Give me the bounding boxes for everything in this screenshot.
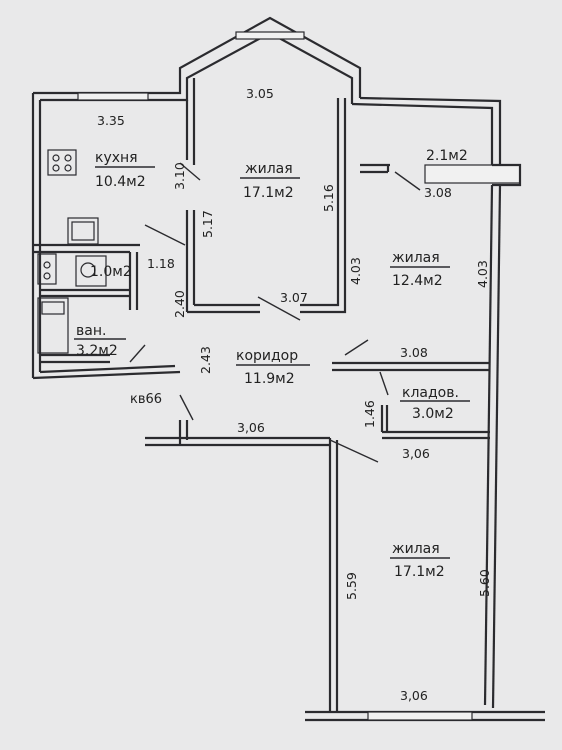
wc-area: 1.0м2 bbox=[90, 264, 132, 280]
dim-wc-right: 1.18 bbox=[147, 256, 175, 271]
stove-icon bbox=[47, 149, 77, 176]
dim-corridor-left: 2.43 bbox=[198, 346, 213, 374]
balcony-area: 2.1м2 bbox=[426, 148, 468, 164]
dim-living2-right: 4.03 bbox=[475, 260, 490, 288]
kitchen-area: 10.4м2 bbox=[95, 174, 146, 190]
bath-name: ван. bbox=[76, 323, 106, 339]
dim-storage-side: 1.46 bbox=[362, 400, 377, 428]
dim-living3-right: 5.60 bbox=[477, 569, 492, 597]
dim-top-living: 3.05 bbox=[246, 86, 274, 101]
washer-icon bbox=[37, 253, 57, 285]
living2-name: жилая bbox=[392, 250, 440, 266]
toilet-icon bbox=[75, 255, 107, 287]
living1-area: 17.1м2 bbox=[243, 185, 294, 201]
interior-walls bbox=[33, 78, 522, 447]
dim-living1-right: 5.16 bbox=[321, 184, 336, 212]
storage-name: кладов. bbox=[402, 385, 459, 401]
exterior-walls bbox=[31, 16, 545, 722]
living1-name: жилая bbox=[245, 161, 293, 177]
corridor-name: коридор bbox=[236, 348, 298, 364]
dim-wc-lower: 2.40 bbox=[172, 290, 187, 318]
dim-living1-bottom: 3.07 bbox=[280, 290, 308, 305]
dim-kitchen-width: 3.35 bbox=[97, 113, 125, 128]
bathtub-icon bbox=[37, 297, 69, 354]
boiler-icon bbox=[67, 217, 99, 245]
windows bbox=[77, 31, 521, 721]
dim-living2-left: 4.03 bbox=[348, 257, 363, 285]
storage-area: 3.0м2 bbox=[412, 406, 454, 422]
living3-name: жилая bbox=[392, 541, 440, 557]
dim-lower-top-left: 3,06 bbox=[237, 420, 265, 435]
door-swings bbox=[129, 162, 421, 463]
dim-living3-left: 5.59 bbox=[344, 572, 359, 600]
dim-kitchen-right: 3.10 bbox=[172, 162, 187, 190]
dim-lower-top-right: 3,06 bbox=[402, 446, 430, 461]
kitchen-name: кухня bbox=[95, 150, 138, 166]
bath-area: 3.2м2 bbox=[76, 343, 118, 359]
living3-area: 17.1м2 bbox=[394, 564, 445, 580]
dim-living2-bottom: 3.08 bbox=[400, 345, 428, 360]
apartment-label: кв66 bbox=[130, 392, 162, 407]
corridor-area: 11.9м2 bbox=[244, 371, 295, 387]
dim-living3-bottom: 3,06 bbox=[400, 688, 428, 703]
dim-balcony-width: 3.08 bbox=[424, 185, 452, 200]
dim-living1-left: 5.17 bbox=[200, 210, 215, 238]
living2-area: 12.4м2 bbox=[392, 273, 443, 289]
